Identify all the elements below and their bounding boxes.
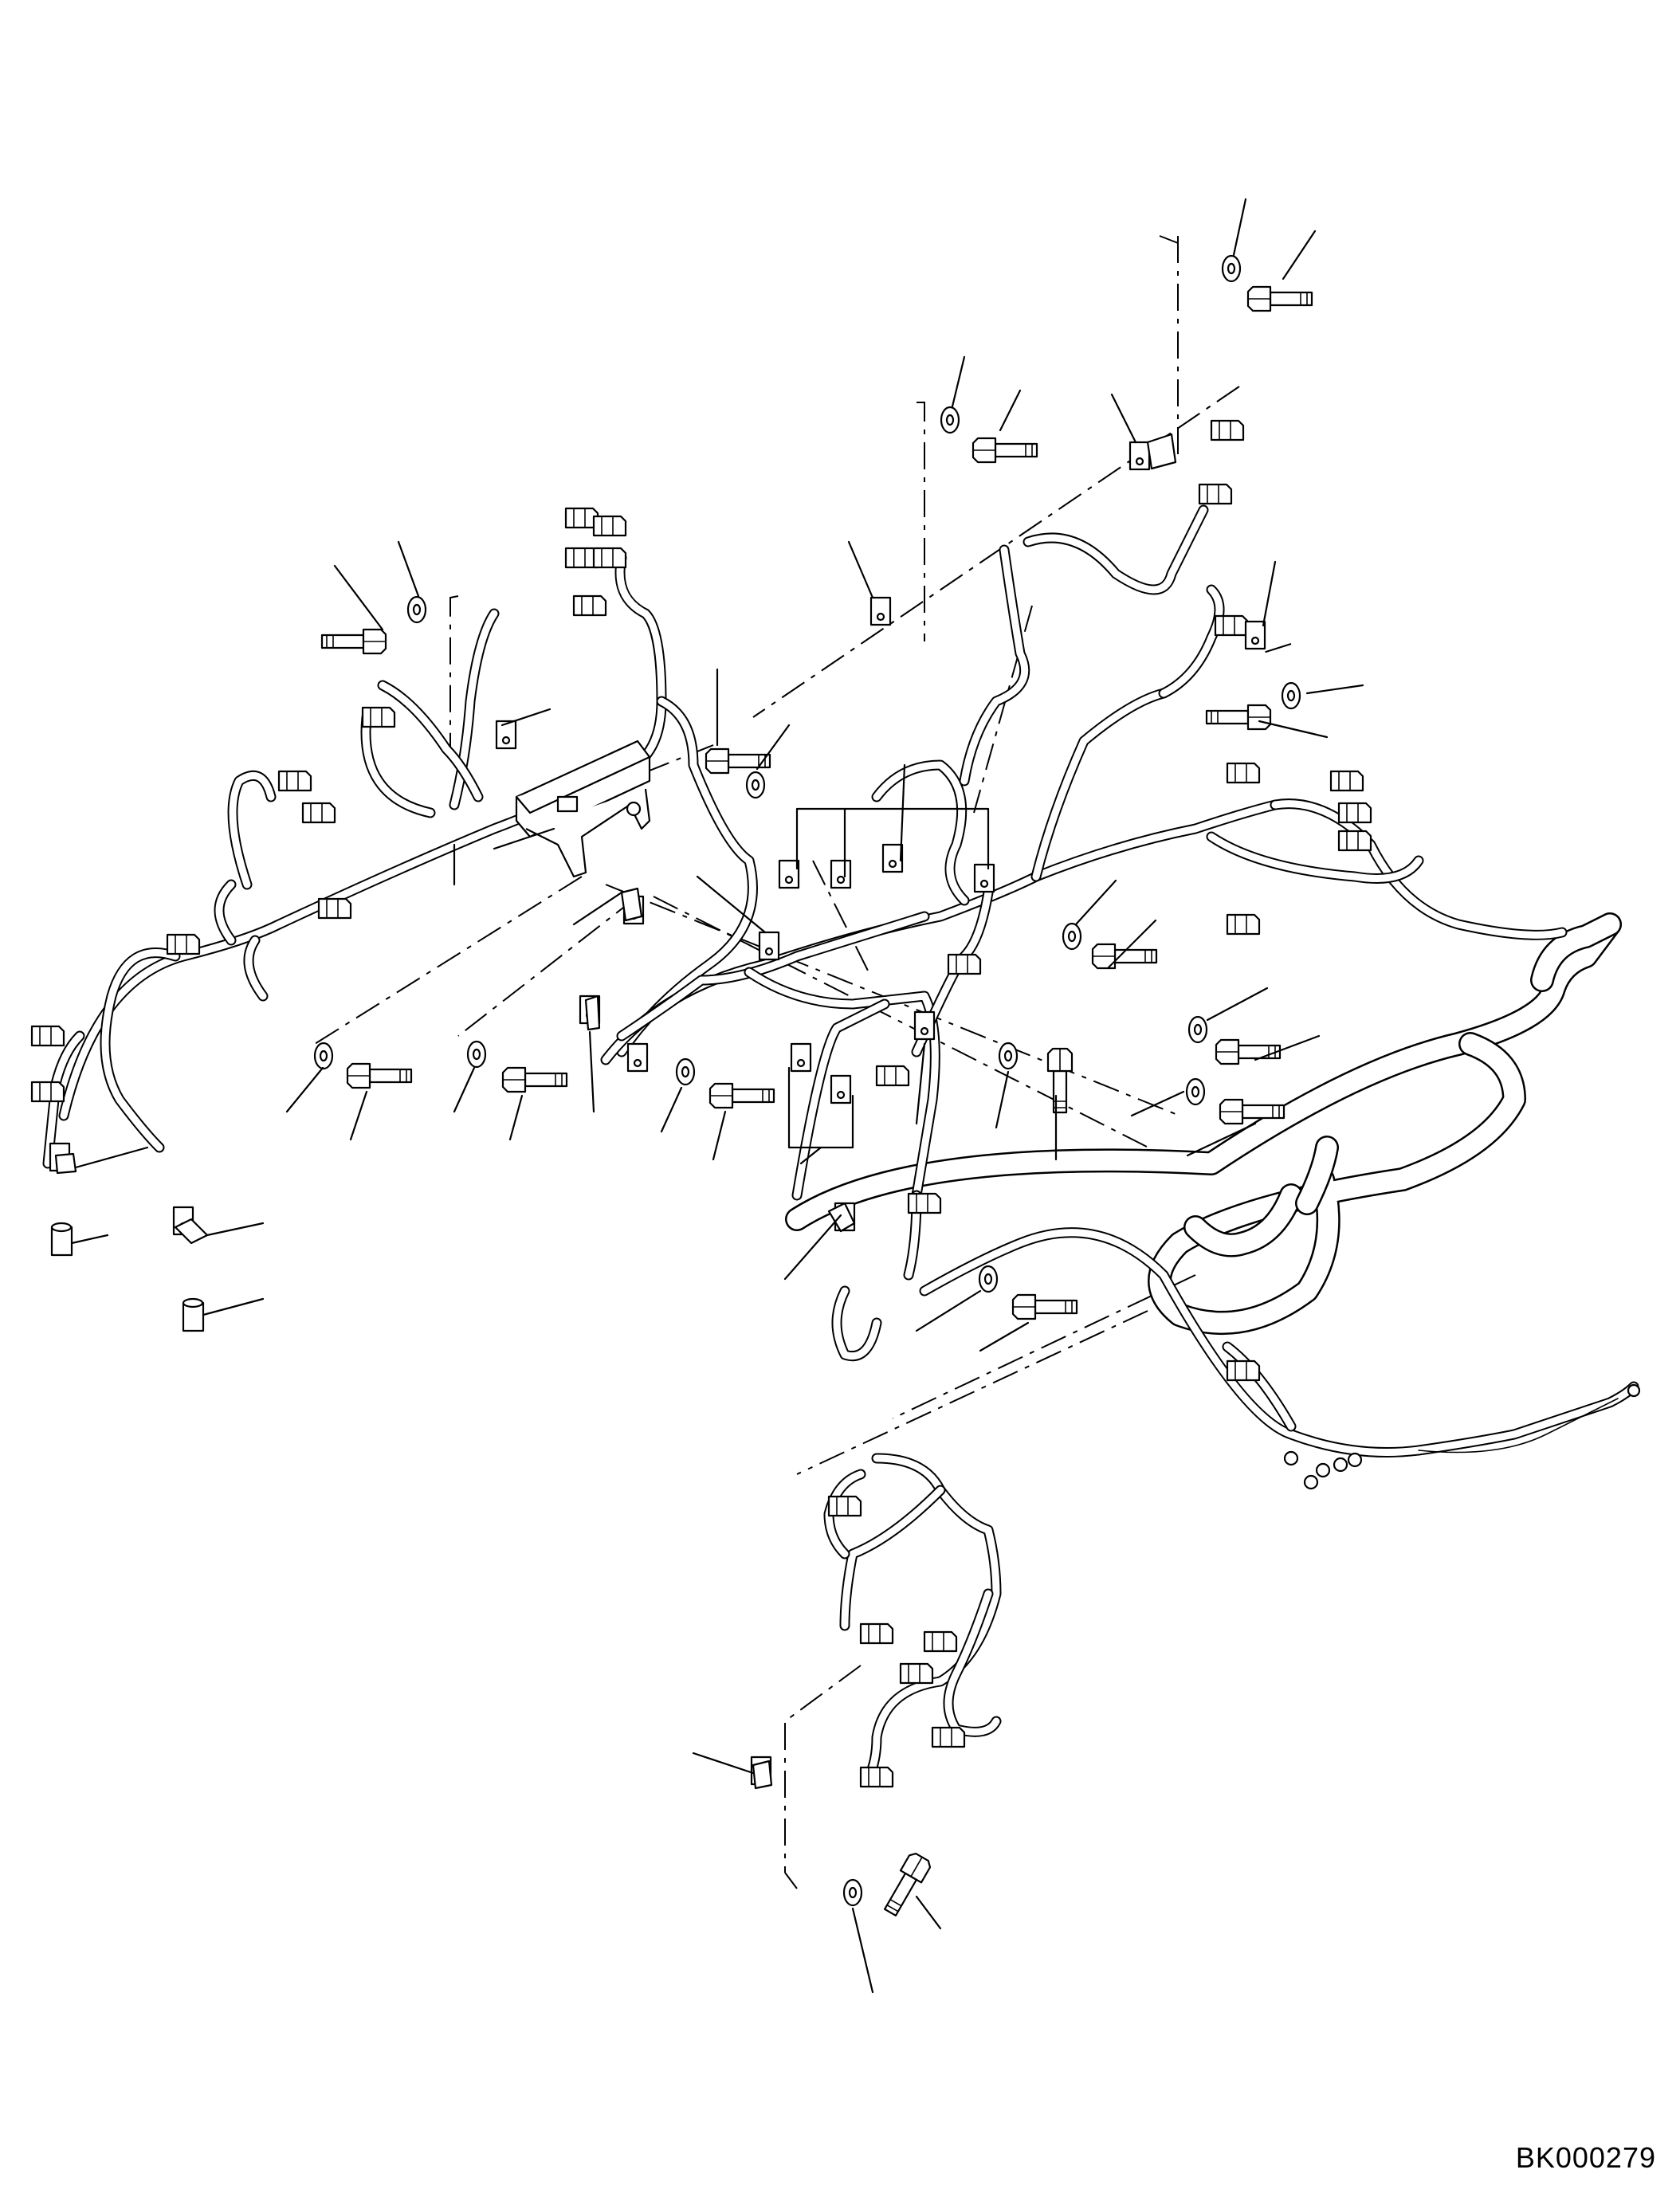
leader-lines: [70, 198, 1364, 1994]
connector: [361, 706, 396, 728]
washer: [1187, 1015, 1208, 1044]
connector: [1226, 1359, 1261, 1382]
connector: [947, 953, 982, 975]
connector: [317, 897, 352, 920]
conduit-hose: [785, 912, 1622, 1335]
clamp: [778, 859, 800, 889]
connector: [859, 1622, 894, 1645]
drawing-code: BK000279: [1515, 2141, 1656, 2174]
bracket: [827, 1202, 856, 1233]
connector: [1329, 770, 1364, 792]
connector: [1337, 830, 1372, 852]
connectors: [30, 419, 1372, 1788]
washer: [745, 771, 766, 799]
terminal: [54, 1152, 77, 1175]
washer: [466, 1040, 487, 1069]
bolt: [1246, 285, 1313, 312]
washers: [313, 254, 1301, 1907]
clamp: [495, 720, 517, 750]
bolt: [1091, 943, 1158, 970]
bolt: [709, 1082, 775, 1109]
connector: [301, 802, 336, 824]
tail-wire: [1418, 1398, 1619, 1454]
connector: [827, 1495, 862, 1517]
clamp: [1244, 620, 1266, 650]
connector: [166, 933, 201, 955]
connector: [1226, 762, 1261, 784]
bolt: [1215, 1038, 1282, 1065]
clamp: [758, 931, 780, 961]
washer: [940, 406, 960, 434]
bracket: [1146, 433, 1177, 470]
bolt: [1011, 1293, 1078, 1320]
connector: [1198, 483, 1233, 505]
clamp: [973, 863, 995, 893]
connector: [923, 1630, 958, 1653]
connector: [30, 1025, 65, 1047]
bolt: [501, 1066, 568, 1093]
connector: [30, 1081, 65, 1103]
clamp: [869, 596, 892, 626]
washer: [1062, 922, 1082, 951]
connector: [1226, 913, 1261, 936]
connector: [1210, 419, 1245, 441]
washer: [1221, 254, 1242, 283]
wiring-harness: [42, 504, 1639, 1783]
clamp: [830, 859, 852, 889]
washer: [675, 1057, 696, 1086]
bracket: [752, 1760, 773, 1790]
washer: [1185, 1077, 1206, 1106]
spacers: [50, 1222, 205, 1332]
bolt: [705, 747, 771, 775]
washer: [313, 1042, 334, 1070]
brackets: [54, 433, 1177, 1790]
washer: [1281, 681, 1301, 710]
ring-terminals: [1283, 1383, 1641, 1490]
bolt: [1205, 704, 1272, 731]
bracket: [620, 887, 643, 922]
connector: [572, 594, 607, 617]
bracket: [584, 995, 601, 1031]
bolt: [346, 1062, 413, 1089]
washer: [998, 1042, 1019, 1070]
bolt: [971, 437, 1038, 464]
relay-box: [515, 740, 651, 878]
clamp: [913, 1010, 936, 1041]
connector: [1337, 802, 1372, 824]
clamp: [790, 1042, 812, 1073]
bolt: [320, 628, 387, 655]
clamp: [1129, 441, 1151, 471]
washer: [406, 595, 427, 624]
washer: [842, 1878, 863, 1907]
bolt: [1046, 1047, 1074, 1114]
connector: [592, 547, 627, 569]
connector: [592, 515, 627, 537]
connector: [875, 1065, 910, 1087]
connector: [859, 1766, 894, 1788]
connector: [899, 1662, 934, 1685]
connector: [907, 1192, 942, 1214]
connector: [277, 770, 312, 792]
connector: [931, 1726, 966, 1748]
connector: [1214, 614, 1249, 637]
clamp: [830, 1074, 852, 1104]
clamp: [626, 1042, 649, 1073]
clamp: [881, 843, 904, 873]
washer: [978, 1265, 999, 1293]
